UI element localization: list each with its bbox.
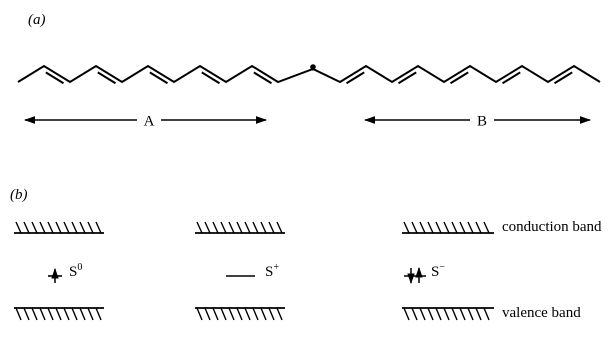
double-bond-line — [397, 71, 417, 85]
hatch-tick — [276, 307, 283, 321]
hatch-tick — [435, 221, 442, 234]
hatch-tick — [63, 307, 70, 321]
hatch-tick — [252, 221, 259, 234]
hatch-tick — [204, 221, 211, 234]
hatch-tick — [419, 221, 426, 234]
double-bond-line — [345, 71, 365, 85]
hatch-tick — [47, 307, 54, 321]
valence-band-hatch-1 — [195, 307, 285, 321]
region-b-label: B — [477, 114, 487, 130]
hatch-tick — [459, 221, 466, 234]
double-bond-line — [553, 71, 573, 85]
hatch-tick — [204, 307, 211, 321]
panel-a-label: (a) — [28, 12, 46, 28]
hatch-tick — [15, 221, 22, 234]
hatch-tick — [268, 221, 275, 234]
state-positive-label: S+ — [265, 262, 279, 280]
double-bond-line — [449, 71, 469, 85]
hatch-tick — [244, 221, 251, 234]
valence-band-hatch-2 — [402, 307, 494, 321]
state-neutral: S0 — [48, 262, 82, 283]
hatch-tick — [459, 307, 466, 321]
state-negative: S− — [404, 262, 445, 285]
hatch-tick — [71, 221, 78, 234]
hatch-tick — [23, 307, 30, 321]
hatch-tick — [220, 221, 227, 234]
hatch-tick — [39, 221, 46, 234]
state-neutral-label: S0 — [69, 262, 82, 280]
hatch-tick — [236, 307, 243, 321]
hatch-tick — [79, 307, 86, 321]
hatch-tick — [79, 221, 86, 234]
hatch-tick — [87, 307, 94, 321]
hatch-tick — [55, 221, 62, 234]
hatch-tick — [47, 221, 54, 234]
hatch-tick — [403, 307, 410, 321]
double-bond-line — [253, 71, 273, 85]
double-bond-line — [97, 71, 117, 85]
panel-b-label: (b) — [10, 187, 28, 203]
hatch-tick — [252, 307, 259, 321]
hatch-tick — [411, 221, 418, 234]
chain-backbone — [17, 64, 601, 84]
hatch-tick — [443, 221, 450, 234]
hatch-tick — [451, 307, 458, 321]
hatch-tick — [260, 307, 267, 321]
valence-band-hatch-0 — [14, 307, 104, 321]
soliton-radical-dot — [310, 64, 316, 70]
hatch-tick — [39, 307, 46, 321]
hatch-tick — [55, 307, 62, 321]
conduction-band-hatch-2 — [402, 221, 494, 234]
hatch-tick — [71, 307, 78, 321]
hatch-tick — [467, 221, 474, 234]
hatch-tick — [31, 221, 38, 234]
hatch-tick — [196, 221, 203, 234]
hatch-tick — [220, 307, 227, 321]
conduction-band-hatch-0 — [14, 221, 104, 234]
hatch-tick — [87, 221, 94, 234]
hatch-tick — [427, 221, 434, 234]
hatch-tick — [268, 307, 275, 321]
hatch-tick — [15, 307, 22, 321]
hatch-tick — [63, 221, 70, 234]
hatch-tick — [95, 307, 102, 321]
conduction-band-label: conduction band — [502, 219, 602, 235]
state-negative-label: S− — [431, 262, 445, 280]
hatch-tick — [427, 307, 434, 321]
hatch-tick — [212, 221, 219, 234]
hatch-tick — [467, 307, 474, 321]
band-hatches — [14, 221, 494, 321]
hatch-tick — [228, 221, 235, 234]
hatch-tick — [31, 307, 38, 321]
hatch-tick — [435, 307, 442, 321]
hatch-tick — [228, 307, 235, 321]
double-bond-line — [45, 71, 65, 85]
hatch-tick — [475, 307, 482, 321]
hatch-tick — [411, 307, 418, 321]
hatch-tick — [451, 221, 458, 234]
hatch-tick — [95, 221, 102, 234]
hatch-tick — [236, 221, 243, 234]
double-bond-line — [201, 71, 221, 85]
hatch-tick — [212, 307, 219, 321]
hatch-tick — [483, 307, 490, 321]
conduction-band-hatch-1 — [195, 221, 285, 234]
hatch-tick — [403, 221, 410, 234]
hatch-tick — [276, 221, 283, 234]
hatch-tick — [23, 221, 30, 234]
hatch-tick — [260, 221, 267, 234]
region-a-label: A — [144, 114, 155, 130]
hatch-tick — [483, 221, 490, 234]
state-positive: S+ — [226, 262, 279, 280]
hatch-tick — [443, 307, 450, 321]
hatch-tick — [244, 307, 251, 321]
hatch-tick — [475, 221, 482, 234]
hatch-tick — [419, 307, 426, 321]
valence-band-label: valence band — [502, 305, 581, 321]
polyene-chain — [17, 64, 601, 85]
double-bond-line — [149, 71, 169, 85]
double-bond-line — [501, 71, 521, 85]
hatch-tick — [196, 307, 203, 321]
